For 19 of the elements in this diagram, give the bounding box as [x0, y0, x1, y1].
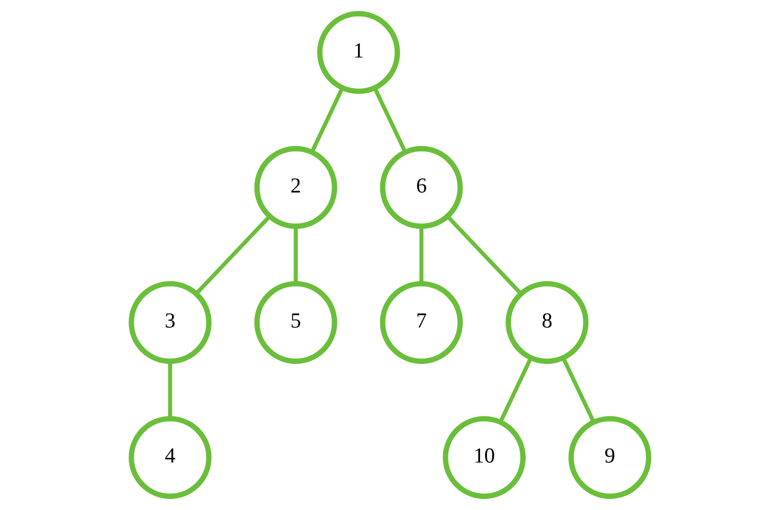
connector	[561, 357, 596, 424]
connector	[195, 214, 272, 295]
node-circle: 2	[254, 146, 338, 229]
connector	[294, 226, 298, 284]
connector	[372, 87, 408, 154]
connector	[446, 214, 522, 295]
connector	[310, 87, 344, 154]
node-circle: 5	[254, 281, 338, 364]
connector	[498, 357, 533, 424]
node-circle: 9	[568, 416, 652, 499]
connector	[419, 226, 424, 284]
node-circle: 8	[506, 281, 588, 364]
node-circle: 10	[442, 416, 526, 499]
node-circle: 1	[317, 11, 400, 94]
node-circle: 4	[128, 416, 212, 499]
connector	[168, 361, 172, 419]
node-circle: 6	[380, 146, 463, 229]
node-circle: 3	[128, 281, 212, 364]
node-circle: 7	[380, 281, 463, 364]
